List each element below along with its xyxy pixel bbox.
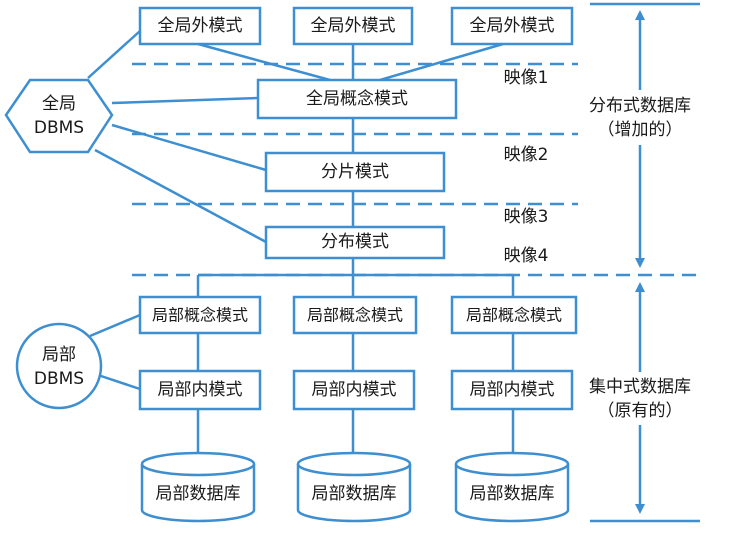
mapping-label-4: 映像4 xyxy=(504,246,549,266)
local-internal-schema-box-3: 局部内模式 xyxy=(450,369,574,411)
local-internal-schema-label-3: 局部内模式 xyxy=(470,380,555,400)
local-conceptual-schema-label-3: 局部概念模式 xyxy=(466,306,562,325)
global-external-schema-label-3: 全局外模式 xyxy=(470,16,555,36)
local-conceptual-schema-box-1: 局部概念模式 xyxy=(138,295,262,335)
global-external-schema-box-2: 全局外模式 xyxy=(292,6,414,46)
global-external-schema-label-1: 全局外模式 xyxy=(158,16,243,36)
local-database-label-1: 局部数据库 xyxy=(156,484,241,504)
local-database-label-3: 局部数据库 xyxy=(470,484,555,504)
connector-external1-conceptual xyxy=(197,42,331,82)
connector-ldbms-local-internal xyxy=(97,373,141,391)
local-database-cylinder-3: 局部数据库 xyxy=(454,451,570,523)
fragment-schema-label: 分片模式 xyxy=(321,162,389,182)
connector-gdbms-fragment xyxy=(111,123,267,172)
mapping-label-1: 映像1 xyxy=(504,68,549,88)
local-conceptual-schema-label-2: 局部概念模式 xyxy=(307,306,403,325)
connector-gdbms-conceptual xyxy=(111,96,259,105)
centralized-database-note: （原有的） xyxy=(598,401,683,421)
local-database-cylinder-1: 局部数据库 xyxy=(140,451,256,523)
local-database-label-2: 局部数据库 xyxy=(312,484,397,504)
local-internal-schema-label-2: 局部内模式 xyxy=(312,380,397,400)
global-dbms-label-line2: DBMS xyxy=(34,118,84,138)
centralized-database-label: 集中式数据库 xyxy=(589,377,691,397)
distributed-database-note: （增加的） xyxy=(598,120,683,140)
connector-gdbms-external1 xyxy=(87,30,141,79)
local-conceptual-schema-label-1: 局部概念模式 xyxy=(152,306,248,325)
global-external-schema-box-1: 全局外模式 xyxy=(138,6,262,46)
local-internal-schema-box-2: 局部内模式 xyxy=(292,369,416,411)
global-conceptual-schema-box: 全局概念模式 xyxy=(256,78,458,120)
allocation-schema-box: 分布模式 xyxy=(264,225,446,260)
allocation-schema-label: 分布模式 xyxy=(321,232,389,252)
global-external-schema-box-3: 全局外模式 xyxy=(450,6,574,46)
local-internal-schema-label-1: 局部内模式 xyxy=(158,380,243,400)
fragment-schema-box: 分片模式 xyxy=(264,151,446,193)
local-dbms-label-line2: DBMS xyxy=(34,369,84,389)
distributed-database-label: 分布式数据库 xyxy=(589,96,691,116)
connector-external3-conceptual xyxy=(379,42,504,82)
mapping-label-2: 映像2 xyxy=(504,145,549,165)
local-dbms-label-line1: 局部 xyxy=(42,345,76,365)
local-dbms-circle: 局部 DBMS xyxy=(15,322,103,410)
local-conceptual-schema-box-2: 局部概念模式 xyxy=(292,295,418,335)
local-conceptual-schema-box-3: 局部概念模式 xyxy=(450,295,578,335)
global-dbms-label-line1: 全局 xyxy=(42,94,76,114)
global-dbms-hexagon: 全局 DBMS xyxy=(4,78,114,154)
connector-gdbms-allocation xyxy=(94,148,267,244)
connector-ldbms-local-conceptual xyxy=(89,313,141,338)
global-external-schema-label-2: 全局外模式 xyxy=(311,16,396,36)
local-internal-schema-box-1: 局部内模式 xyxy=(138,369,262,411)
local-database-cylinder-2: 局部数据库 xyxy=(296,451,412,523)
mapping-label-3: 映像3 xyxy=(504,207,549,227)
global-conceptual-schema-label: 全局概念模式 xyxy=(306,88,408,109)
